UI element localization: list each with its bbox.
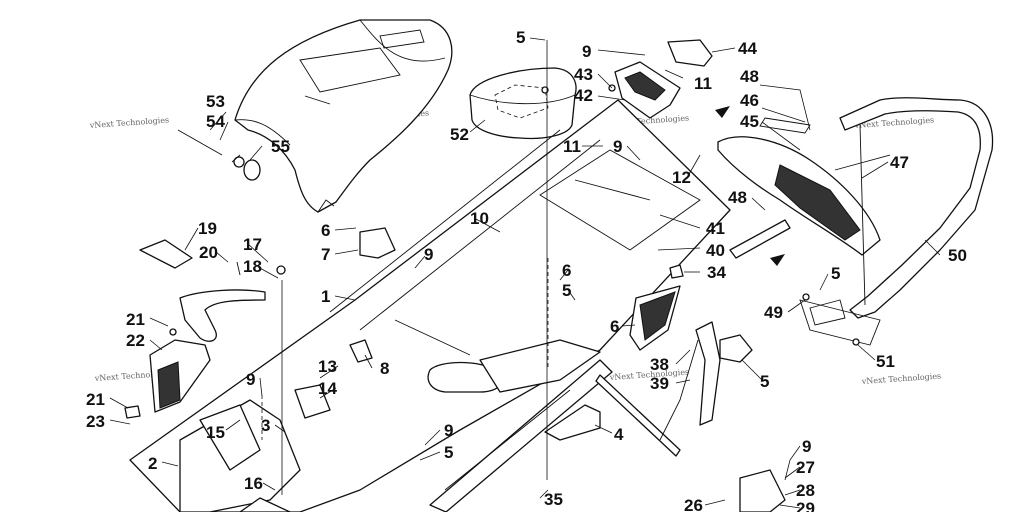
callout-6[interactable]: 6 [562, 261, 571, 280]
callout-55[interactable]: 55 [271, 137, 290, 156]
callout-44[interactable]: 44 [738, 39, 757, 58]
callout-52[interactable]: 52 [450, 125, 469, 144]
callout-54[interactable]: 54 [206, 112, 225, 131]
callout-22[interactable]: 22 [126, 331, 145, 350]
callout-9[interactable]: 9 [582, 42, 591, 61]
callout-6[interactable]: 6 [610, 317, 619, 336]
storage-bag [469, 67, 577, 140]
callout-9[interactable]: 9 [802, 437, 811, 456]
callout-27[interactable]: 27 [796, 458, 815, 477]
callout-34[interactable]: 34 [707, 263, 726, 282]
watermark-text: vNext Technologies [861, 371, 942, 386]
callout-20[interactable]: 20 [199, 243, 218, 262]
callout-19[interactable]: 19 [198, 219, 217, 238]
grommet [243, 159, 261, 181]
callout-11[interactable]: 11 [563, 137, 581, 156]
callout-15[interactable]: 15 [206, 423, 225, 442]
snowflap [715, 106, 891, 266]
callout-46[interactable]: 46 [740, 91, 759, 110]
callout-10[interactable]: 10 [470, 209, 489, 228]
callout-18[interactable]: 18 [243, 257, 262, 276]
leader-lines [109, 37, 941, 509]
callout-23[interactable]: 23 [86, 412, 105, 431]
seat [234, 19, 453, 213]
callout-35[interactable]: 35 [544, 490, 563, 509]
callout-5[interactable]: 5 [831, 264, 840, 283]
callouts: 5 9 44 43 11 48 42 46 45 53 54 52 55 11 … [86, 28, 967, 512]
callout-11[interactable]: 11 [694, 74, 712, 93]
callout-5[interactable]: 5 [516, 28, 525, 47]
callout-28[interactable]: 28 [796, 481, 815, 500]
watermark-text: vNext Technologies [609, 367, 690, 382]
tunnel [129, 99, 731, 512]
callout-3[interactable]: 3 [261, 416, 270, 435]
callout-17[interactable]: 17 [243, 235, 262, 254]
callout-9[interactable]: 9 [424, 245, 433, 264]
callout-47[interactable]: 47 [890, 153, 909, 172]
callout-5[interactable]: 5 [760, 372, 769, 391]
callout-38[interactable]: 38 [650, 355, 669, 374]
callout-7[interactable]: 7 [321, 245, 330, 264]
callout-21[interactable]: 21 [126, 310, 145, 329]
rear-bracket [608, 39, 713, 119]
callout-5[interactable]: 5 [444, 443, 453, 462]
callout-5[interactable]: 5 [562, 281, 571, 300]
rear-bumper [799, 97, 994, 346]
seat-assembly [177, 19, 453, 213]
callout-12[interactable]: 12 [672, 168, 691, 187]
bushing [233, 156, 245, 168]
callout-9[interactable]: 9 [613, 137, 622, 156]
callout-48[interactable]: 48 [740, 67, 759, 86]
watermark-text: vNext Technologies [89, 115, 170, 130]
callout-41[interactable]: 41 [706, 219, 725, 238]
callout-53[interactable]: 53 [206, 92, 225, 111]
callout-21[interactable]: 21 [86, 390, 105, 409]
callout-40[interactable]: 40 [706, 241, 725, 260]
callout-45[interactable]: 45 [740, 112, 759, 131]
callout-4[interactable]: 4 [614, 425, 624, 444]
callout-42[interactable]: 42 [574, 86, 593, 105]
callout-29[interactable]: 29 [796, 499, 815, 512]
callout-43[interactable]: 43 [574, 65, 593, 84]
callout-2[interactable]: 2 [148, 454, 157, 473]
callout-48[interactable]: 48 [728, 188, 747, 207]
callout-39[interactable]: 39 [650, 374, 669, 393]
right-parts [544, 40, 860, 512]
callout-49[interactable]: 49 [764, 303, 783, 322]
callout-16[interactable]: 16 [244, 474, 263, 493]
callout-8[interactable]: 8 [380, 359, 389, 378]
callout-9[interactable]: 9 [444, 421, 453, 440]
callout-13[interactable]: 13 [318, 357, 337, 376]
callout-9[interactable]: 9 [246, 370, 255, 389]
left-parts [124, 227, 396, 495]
callout-6[interactable]: 6 [321, 221, 330, 240]
tunnel-top [129, 99, 731, 512]
callout-26[interactable]: 26 [684, 496, 703, 512]
callout-14[interactable]: 14 [318, 379, 337, 398]
callout-50[interactable]: 50 [948, 246, 967, 265]
callout-51[interactable]: 51 [876, 352, 895, 371]
callout-1[interactable]: 1 [321, 287, 330, 306]
